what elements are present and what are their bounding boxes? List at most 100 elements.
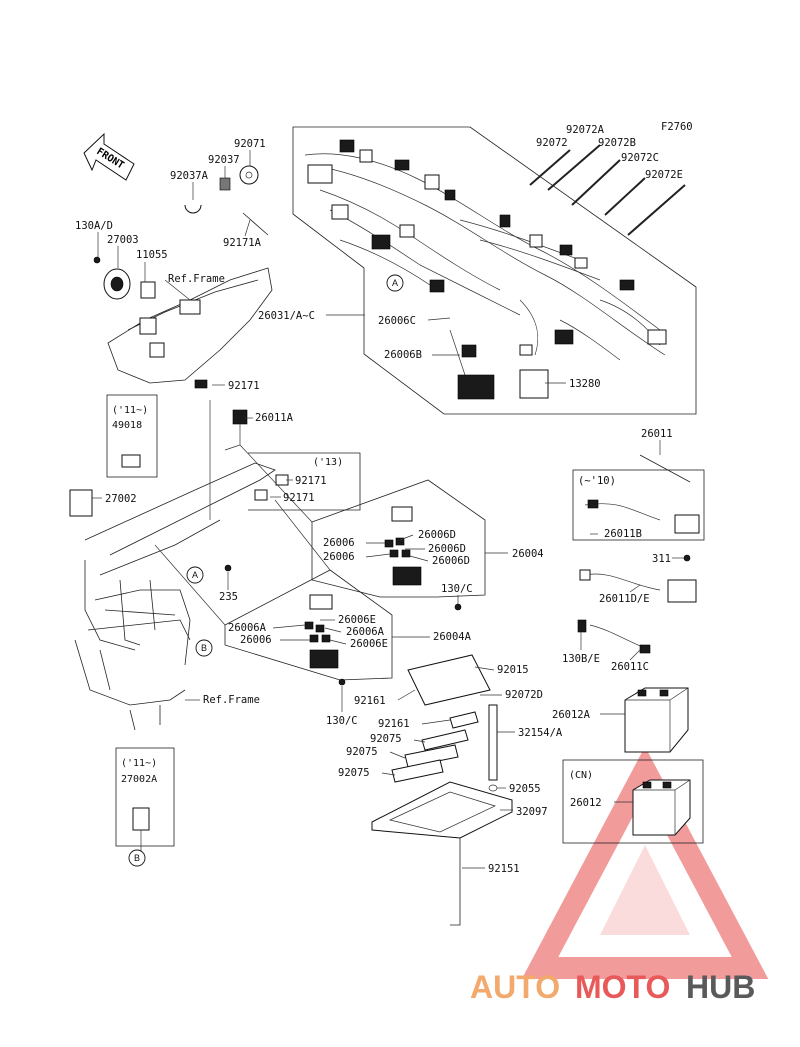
label-92055: 92055 (509, 783, 541, 795)
svg-text:A: A (392, 278, 398, 288)
label-92075-2: 92075 (346, 746, 378, 758)
battery-26012a (624, 687, 689, 753)
label-26006b: 26006B (384, 349, 422, 361)
watermark-moto: MOTO (575, 969, 670, 1005)
label-26006c: 26006C (378, 315, 416, 327)
label-92075-1: 92075 (370, 733, 402, 745)
relay-27002a (132, 807, 150, 831)
relay-49018 (121, 454, 141, 468)
label-26006-1: 26006 (323, 537, 355, 549)
label-26006d-1: 26006D (418, 529, 456, 541)
label-leaders (92, 150, 684, 869)
relay-block-26004 (384, 506, 422, 586)
label-130ad: 130A/D (75, 220, 113, 232)
label-26011de: 26011D/E (599, 593, 650, 605)
label-ref-frame-2: Ref.Frame (203, 694, 260, 706)
label-92037: 92037 (208, 154, 240, 166)
box-11b-year: ('11~) (121, 758, 157, 769)
watermark-hub: HUB (686, 969, 755, 1005)
callout-b-2: B (128, 849, 146, 867)
box-26004 (311, 479, 486, 598)
callout-a-1: A (386, 274, 404, 292)
label-ref-frame-1: Ref.Frame (168, 273, 225, 285)
sub-harness-parts (572, 454, 705, 654)
label-130c-1: 130/C (441, 583, 473, 595)
label-26006-2: 26006 (323, 551, 355, 563)
watermark-text: AUTO MOTO HUB (470, 969, 755, 1005)
box-13-year: ('13) (313, 457, 343, 468)
label-27003: 27003 (107, 234, 139, 246)
label-92171-1: 92171 (228, 380, 260, 392)
frame-lower (74, 462, 276, 731)
callout-a-2: A (186, 566, 204, 584)
svg-text:A: A (192, 570, 198, 580)
battery-tray-parts (224, 564, 513, 926)
label-92071: 92071 (234, 138, 266, 150)
label-box-10-year: (~'10) (578, 475, 616, 487)
label-92072: 92072 (536, 137, 568, 149)
label-32097: 32097 (516, 806, 548, 818)
label-26006d-3: 26006D (432, 555, 470, 567)
watermark-logo (521, 746, 769, 979)
box-11-49018 (106, 394, 158, 478)
label-92072c: 92072C (621, 152, 659, 164)
label-32154a: 32154/A (518, 727, 563, 739)
battery-26012 (632, 779, 691, 836)
label-26006a-1: 26006A (228, 622, 267, 634)
label-92075-3: 92075 (338, 767, 370, 779)
harness-connectors (307, 139, 667, 400)
box-11b-part: 27002A (121, 774, 157, 785)
figure-code: F2760 (661, 121, 693, 133)
label-26012: 26012 (570, 797, 602, 809)
label-26006e-1: 26006E (338, 614, 376, 626)
label-130c-2: 130/C (326, 715, 358, 727)
box-11-27002a (115, 747, 175, 847)
label-92015: 92015 (497, 664, 529, 676)
label-26011a: 26011A (255, 412, 294, 424)
label-26011b: 26011B (604, 528, 642, 540)
front-arrow-icon: FRONT (83, 132, 135, 181)
label-92072a: 92072A (566, 124, 605, 136)
label-92072b: 92072B (598, 137, 636, 149)
label-92171-3: 92171 (283, 492, 315, 504)
box-13 (248, 452, 361, 511)
label-92151: 92151 (488, 863, 520, 875)
label-26011c: 26011C (611, 661, 649, 673)
label-26031: 26031/A~C (258, 310, 315, 322)
label-92072d: 92072D (505, 689, 543, 701)
box-11-part: 49018 (112, 420, 142, 431)
label-26006d-2: 26006D (428, 543, 466, 555)
svg-text:B: B (134, 853, 140, 863)
harness-group-outline (292, 126, 697, 415)
label-92072e: 92072E (645, 169, 683, 181)
label-130be: 130B/E (562, 653, 600, 665)
callout-b-1: B (195, 639, 213, 657)
label-26006e-2: 26006E (350, 638, 388, 650)
label-311: 311 (652, 553, 671, 565)
label-26006-3: 26006 (240, 634, 272, 646)
box-cn-region: (CN) (569, 770, 593, 781)
clamp-parts-top (184, 165, 269, 236)
relay-block-26004a (304, 594, 339, 669)
label-26006a-2: 26006A (346, 626, 385, 638)
label-26012a: 26012A (552, 709, 591, 721)
label-92161-1: 92161 (354, 695, 386, 707)
label-13280: 13280 (569, 378, 601, 390)
label-92161-2: 92161 (378, 718, 410, 730)
watermark-auto: AUTO (470, 969, 560, 1005)
label-11055: 11055 (136, 249, 168, 261)
label-92171a: 92171A (223, 237, 262, 249)
label-27002: 27002 (105, 493, 137, 505)
part-labels: 92071 92037 92037A 92171A 130A/D 27003 1… (75, 124, 683, 875)
cable-ties (529, 144, 686, 236)
label-26004: 26004 (512, 548, 544, 560)
box-cn (562, 759, 704, 844)
label-235: 235 (219, 591, 238, 603)
frame-upper (107, 267, 273, 389)
svg-text:B: B (201, 643, 207, 653)
box-11-year: ('11~) (112, 405, 148, 416)
label-26011: 26011 (641, 428, 673, 440)
label-92037a: 92037A (170, 170, 209, 182)
leader-lines (154, 400, 331, 626)
